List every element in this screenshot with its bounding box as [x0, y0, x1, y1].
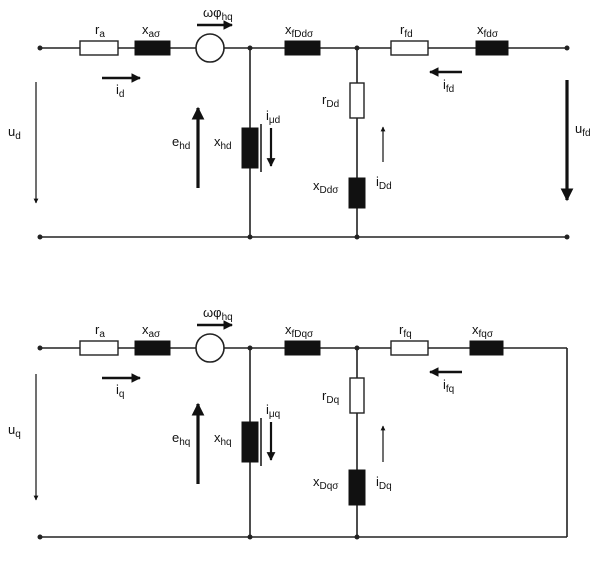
label-ehq: ehq: [172, 430, 190, 448]
inductor-xf: [469, 340, 504, 356]
q-axis-circuit: ra xaσ ωφhq xfDqσ rfq xfqσ iq ifq uq ehq…: [8, 305, 568, 540]
label-iD: iDd: [376, 174, 392, 192]
resistor-rf: [390, 340, 429, 356]
inductor-xD: [348, 469, 366, 506]
junction: [354, 234, 360, 240]
label-rD: rDd: [322, 92, 339, 110]
label-xfD: xfDdσ: [285, 22, 314, 40]
resistor-ra: [79, 340, 119, 356]
label-imu: iμq: [266, 402, 280, 420]
label-rD: rDq: [322, 388, 339, 406]
label-xD: xDdσ: [313, 178, 339, 196]
label-xD: xDqσ: [313, 474, 339, 492]
resistor-ra: [79, 40, 119, 56]
label-ifq: ifq: [443, 377, 454, 395]
label-xfD: xfDqσ: [285, 322, 314, 340]
inductor-xfD: [284, 340, 321, 356]
label-ehd: ehd: [172, 134, 190, 152]
terminal: [564, 45, 570, 51]
label-rf: rfq: [399, 322, 412, 340]
label-iq: iq: [116, 382, 124, 400]
label-iD: iDq: [376, 474, 392, 492]
inductor-xD: [348, 177, 366, 209]
junction: [354, 45, 360, 51]
resistor-rD: [349, 377, 365, 414]
d-axis-circuit: ra xaσ ωφhq xfDdσ rfd xfdσ id ifd ud ufd…: [8, 5, 591, 240]
voltage-source: [195, 33, 225, 63]
inductor-xa: [134, 40, 171, 56]
terminal: [37, 534, 43, 540]
label-xa: xaσ: [142, 22, 161, 40]
label-ud: ud: [8, 124, 21, 142]
resistor-rD: [349, 82, 365, 119]
label-xf: xfdσ: [477, 22, 499, 40]
terminal: [37, 345, 43, 351]
label-uq: uq: [8, 422, 21, 440]
junction: [354, 534, 360, 540]
terminal: [564, 234, 570, 240]
label-ra: ra: [95, 22, 105, 40]
terminal: [37, 234, 43, 240]
label-ra: ra: [95, 322, 105, 340]
inductor-xa: [134, 340, 171, 356]
inductor-xh: [241, 127, 259, 169]
label-ufd: ufd: [575, 121, 591, 139]
inductor-xf: [475, 40, 509, 56]
label-xhd: xhd: [214, 134, 232, 152]
voltage-source: [195, 333, 225, 363]
label-source: ωφhq: [203, 5, 233, 23]
inductor-xfD: [284, 40, 321, 56]
junction: [247, 45, 253, 51]
junction: [247, 534, 253, 540]
label-xf: xfqσ: [472, 322, 494, 340]
inductor-xh: [241, 421, 259, 463]
label-xhq: xhq: [214, 430, 232, 448]
junction: [247, 345, 253, 351]
label-ifd: ifd: [443, 77, 454, 95]
label-imu: iμd: [266, 108, 280, 126]
terminal: [37, 45, 43, 51]
resistor-rf: [390, 40, 429, 56]
label-id: id: [116, 82, 124, 100]
junction: [247, 234, 253, 240]
label-rf: rfd: [400, 22, 413, 40]
junction: [354, 345, 360, 351]
label-source: ωφhq: [203, 305, 233, 323]
label-xa: xaσ: [142, 322, 161, 340]
